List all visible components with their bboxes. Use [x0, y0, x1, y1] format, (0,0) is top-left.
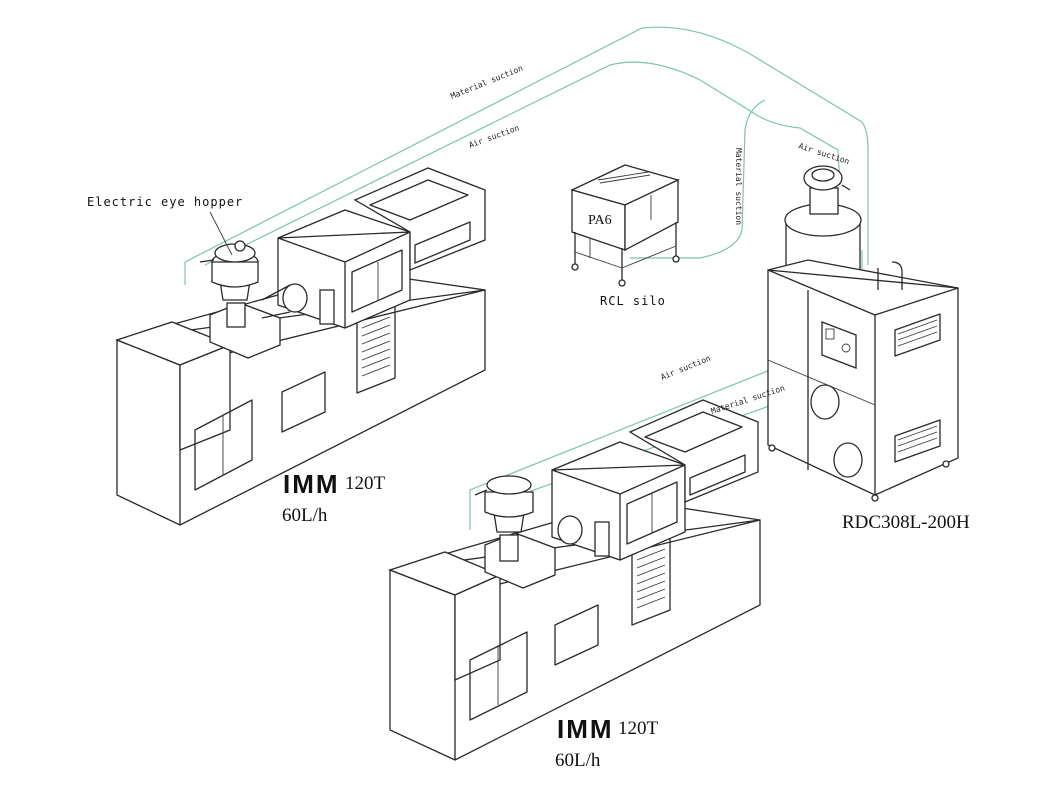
imm-2-tonnage: 120T	[618, 718, 659, 739]
material-suction-pipe-silo	[630, 99, 766, 259]
dryer-vent	[894, 313, 941, 463]
hopper-icon	[199, 240, 259, 328]
electric-eye-hopper-label: Electric eye hopper	[87, 195, 243, 209]
air-suction-pipe-lower	[491, 394, 801, 506]
material-suction-pipe-lower	[469, 349, 821, 530]
material-suction-label-1: Material suction	[449, 64, 524, 101]
air-suction-pipe-upper	[204, 61, 841, 266]
air-suction-label-2: Air suction	[797, 141, 850, 166]
injection-molding-machine-1	[115, 167, 486, 526]
imm-2-name: IMM	[557, 714, 614, 744]
conveying-pipes	[184, 26, 869, 530]
silo-name-label: PA6	[588, 213, 612, 228]
material-suction-pipe-upper	[184, 26, 869, 285]
dryer-icon	[767, 165, 959, 502]
imm-2-throughput: 60L/h	[555, 750, 601, 771]
material-suction-label-2: Material suction	[734, 148, 743, 225]
dryer-model-label: RDC308L-200H	[842, 512, 970, 533]
hopper-icon	[474, 475, 534, 562]
air-suction-label-1: Air suction	[468, 123, 521, 150]
imm-1-throughput: 60L/h	[282, 505, 328, 526]
imm-1-tonnage: 120T	[345, 473, 386, 494]
rcl-silo-label: RCL silo	[600, 294, 666, 308]
air-suction-label-3: Air suction	[659, 354, 712, 382]
silo-icon	[570, 164, 680, 287]
imm-1-name: IMM	[283, 469, 340, 499]
injection-molding-machine-2	[388, 399, 761, 761]
